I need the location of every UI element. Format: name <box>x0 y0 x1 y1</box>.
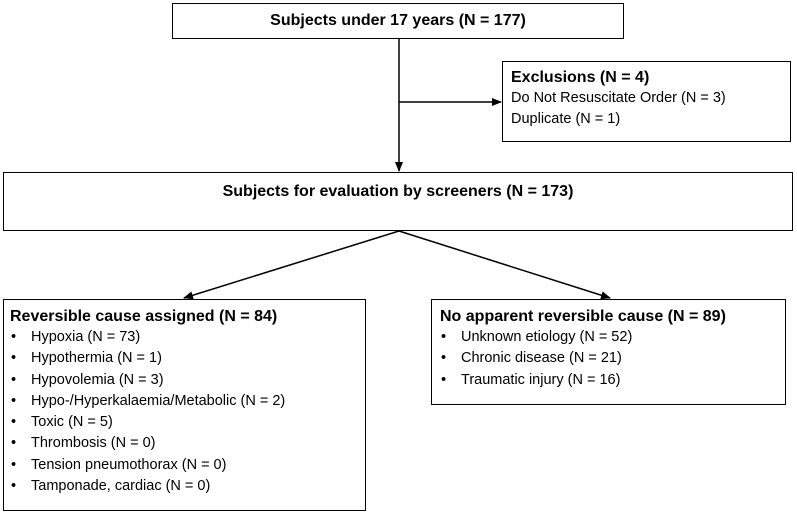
evaluation-box: Subjects for evaluation by screeners (N … <box>3 172 793 231</box>
list-item: Hypothermia (N = 1) <box>10 348 365 370</box>
reversible-cause-list: Hypoxia (N = 73) Hypothermia (N = 1) Hyp… <box>10 327 365 498</box>
exclusions-title: Exclusions (N = 4) <box>511 69 650 86</box>
top-box: Subjects under 17 years (N = 177) <box>172 3 624 39</box>
list-item: Chronic disease (N = 21) <box>440 348 785 370</box>
list-item: Toxic (N = 5) <box>10 412 365 434</box>
list-item: Traumatic injury (N = 16) <box>440 370 785 392</box>
list-item: Tension pneumothorax (N = 0) <box>10 455 365 477</box>
reversible-cause-box: Reversible cause assigned (N = 84) Hypox… <box>3 299 366 511</box>
list-item: Unknown etiology (N = 52) <box>440 327 785 349</box>
list-item: Thrombosis (N = 0) <box>10 433 365 455</box>
no-reversible-cause-box: No apparent reversible cause (N = 89) Un… <box>431 299 786 405</box>
connector-evaluation-to-no-reversible <box>398 230 611 300</box>
list-item: Hypovolemia (N = 3) <box>10 370 365 392</box>
list-item: Hypo-/Hyperkalaemia/Metabolic (N = 2) <box>10 391 365 413</box>
connector-evaluation-to-reversible <box>183 230 400 300</box>
exclusion-line: Do Not Resuscitate Order (N = 3) <box>511 90 726 106</box>
no-reversible-cause-list: Unknown etiology (N = 52) Chronic diseas… <box>440 327 785 391</box>
reversible-cause-title: Reversible cause assigned (N = 84) <box>10 308 278 325</box>
top-box-title: Subjects under 17 years (N = 177) <box>270 12 526 29</box>
list-item: Hypoxia (N = 73) <box>10 327 365 349</box>
exclusions-box: Exclusions (N = 4) Do Not Resuscitate Or… <box>502 61 791 142</box>
list-item: Tamponade, cardiac (N = 0) <box>10 476 365 498</box>
exclusion-line: Duplicate (N = 1) <box>511 111 621 128</box>
evaluation-box-title: Subjects for evaluation by screeners (N … <box>222 183 574 200</box>
no-reversible-cause-title: No apparent reversible cause (N = 89) <box>440 308 726 325</box>
